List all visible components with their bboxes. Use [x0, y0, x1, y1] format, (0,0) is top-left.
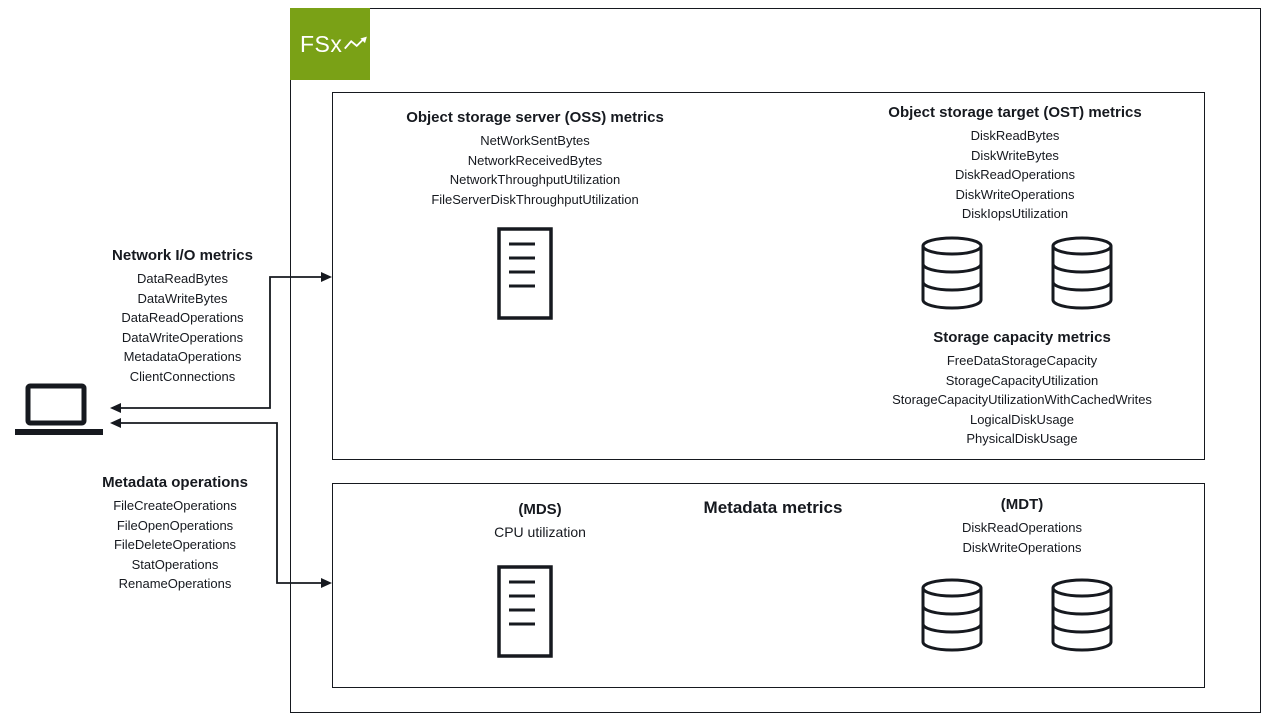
metric-item: LogicalDiskUsage [969, 411, 1075, 427]
mds-block: (MDS) CPU utilization [440, 500, 640, 543]
ost-metrics-title: Object storage target (OST) metrics [888, 104, 1142, 121]
metric-item: DiskWriteOperations [955, 186, 1075, 202]
metric-item: DiskWriteOperations [962, 539, 1082, 555]
ost-database-cylinder-icon [920, 236, 984, 310]
metric-item: DataReadBytes [136, 271, 229, 286]
metric-item: NetworkReceivedBytes [467, 152, 603, 168]
fsx-logo: FSx [290, 8, 370, 80]
metric-item: DataWriteOperations [121, 329, 244, 345]
metric-item: FileCreateOperations [113, 498, 237, 513]
ost-metrics-block: Object storage target (OST) metrics Disk… [820, 103, 1210, 224]
metric-item: FileServerDiskThroughputUtilization [431, 191, 639, 207]
network-io-metrics-block: Network I/O metrics DataReadBytes DataWr… [60, 246, 305, 386]
client-laptop-icon [12, 382, 106, 440]
storage-capacity-title: Storage capacity metrics [933, 329, 1111, 346]
metric-item: DiskWriteBytes [971, 147, 1059, 163]
metric-item: DiskIopsUtilization [961, 206, 1069, 221]
oss-metrics-title: Object storage server (OSS) metrics [406, 109, 664, 126]
fsx-logo-label: FSx [300, 30, 343, 57]
network-io-title: Network I/O metrics [112, 247, 253, 264]
metric-item: FileOpenOperations [116, 517, 234, 533]
mdt-database-cylinder-icon [1050, 578, 1114, 652]
mdt-block: (MDT) DiskReadOperations DiskWriteOperat… [902, 495, 1142, 557]
metric-item: NetworkThroughputUtilization [449, 172, 621, 187]
ost-database-cylinder-icon [1050, 236, 1114, 310]
metric-item: RenameOperations [118, 576, 232, 591]
storage-capacity-metrics-block: Storage capacity metrics FreeDataStorage… [812, 328, 1232, 449]
metric-item: StorageCapacityUtilization [945, 372, 1099, 388]
mds-server-icon [497, 565, 553, 658]
mdt-title: (MDT) [1000, 496, 1044, 513]
mdt-database-cylinder-icon [920, 578, 984, 652]
metadata-operations-title: Metadata operations [102, 474, 248, 491]
metric-item: DiskReadOperations [955, 167, 1075, 182]
metric-item: StorageCapacityUtilizationWithCachedWrit… [892, 392, 1152, 407]
metric-item: DiskReadOperations [962, 520, 1082, 535]
metric-item: DataReadOperations [121, 310, 244, 325]
fsx-logo-glyph-icon [344, 36, 368, 50]
oss-metrics-block: Object storage server (OSS) metrics NetW… [340, 108, 730, 209]
metric-item: PhysicalDiskUsage [966, 431, 1078, 446]
metric-item: FreeDataStorageCapacity [946, 353, 1098, 368]
metric-item: DataWriteBytes [137, 290, 228, 306]
mds-title: (MDS) [518, 501, 562, 518]
metadata-operations-block: Metadata operations FileCreateOperations… [55, 473, 295, 594]
fsx-outer-box [290, 8, 1261, 713]
metadata-metrics-title: Metadata metrics [703, 498, 843, 517]
metric-item: DiskReadBytes [970, 128, 1060, 143]
metric-item: StatOperations [131, 556, 219, 572]
oss-server-icon [497, 227, 553, 320]
metric-item: NetWorkSentBytes [480, 133, 590, 148]
metric-item: FileDeleteOperations [113, 537, 237, 552]
metric-item: MetadataOperations [123, 349, 242, 364]
metric-item: CPU utilization [494, 524, 586, 540]
